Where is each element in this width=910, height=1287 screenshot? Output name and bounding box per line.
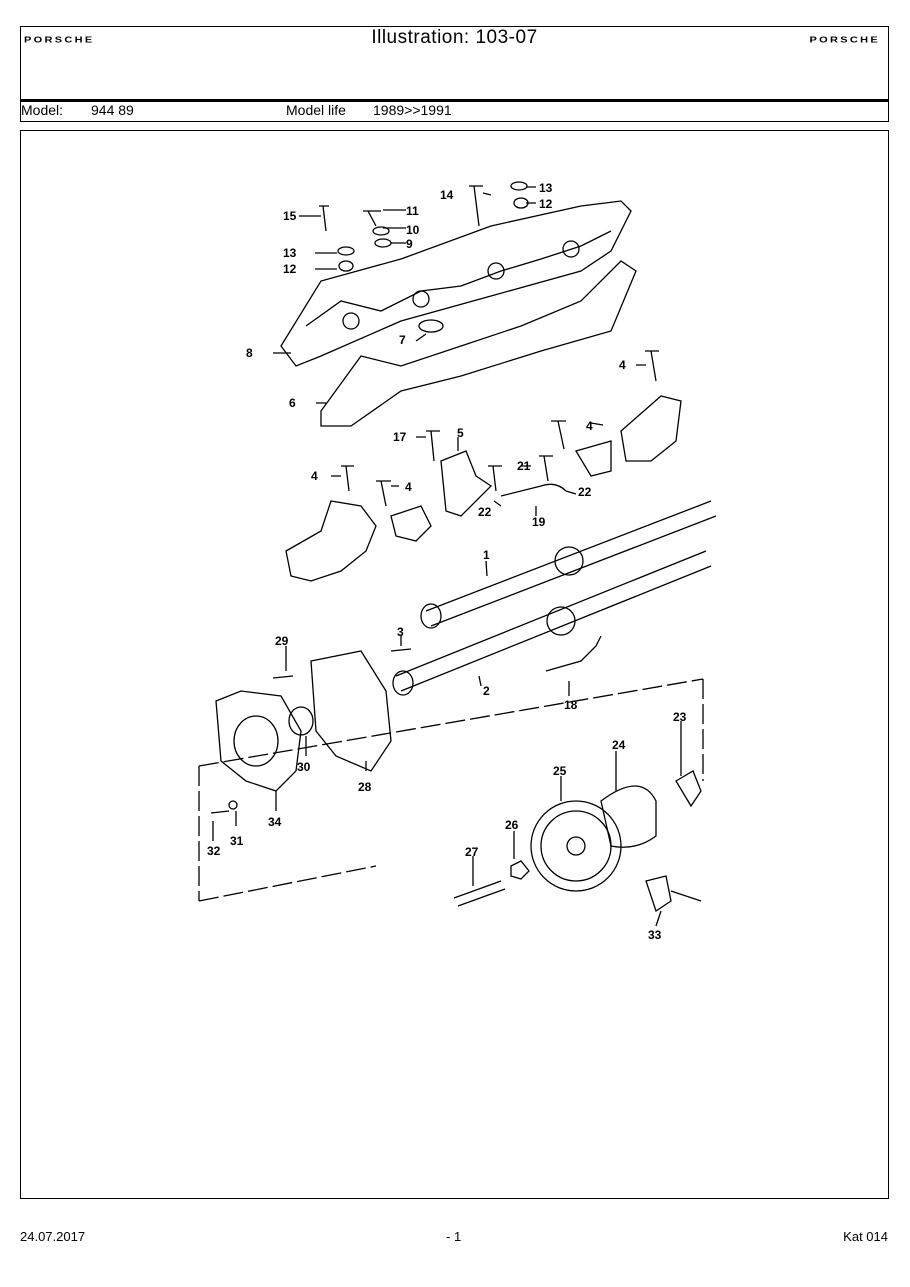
callout-23: 23 [673,710,687,724]
callout-13: 13 [283,246,297,260]
callout-4c: 4 [311,469,318,483]
callout-15: 15 [283,209,297,223]
callout-10: 10 [406,223,420,237]
callout-5: 5 [457,426,464,440]
callout-18: 18 [564,698,578,712]
callout-4a: 4 [619,358,626,372]
callout-25: 25 [553,764,567,778]
callout-12b: 12 [539,197,553,211]
model-label: Model: [21,102,64,118]
header-divider [20,99,889,102]
callout-12: 12 [283,262,297,276]
footer-page-number: - 1 [446,1229,462,1244]
header-box: PORSCHE Illustration: 103-07 PORSCHE [20,26,889,100]
callout-24: 24 [612,738,626,752]
callout-22b: 22 [478,505,492,519]
model-row: Model: 944 89 Model life 1989>>1991 [20,102,889,122]
callout-7: 7 [399,333,406,347]
model-value: 944 89 [91,102,134,118]
footer-catalog-code: Kat 014 [843,1229,888,1244]
callout-27: 27 [465,845,479,859]
callout-29: 29 [275,634,289,648]
callout-labels: 15 11 10 9 13 12 14 13 12 8 7 6 4 17 5 2… [207,181,687,942]
callout-9: 9 [406,237,413,251]
cam-housing-drawing [215,690,302,792]
camshaft-lower-drawing [395,550,712,692]
sprocket-drawing [530,800,622,892]
callout-3: 3 [397,625,404,639]
callout-13b: 13 [539,181,553,195]
bearing-cap-left-drawing [285,500,377,582]
valve-cover-drawing [280,200,632,367]
callout-4b: 4 [586,419,593,433]
callout-6: 6 [289,396,296,410]
illustration-title: Illustration: 103-07 [371,27,538,48]
bearing-cap-right-drawing [620,395,682,462]
callout-14: 14 [440,188,454,202]
callout-31: 31 [230,834,244,848]
footer-date: 24.07.2017 [20,1229,86,1244]
callout-21: 21 [517,459,531,473]
callout-17: 17 [393,430,407,444]
callout-28: 28 [358,780,372,794]
valve-cover-gasket-drawing [320,260,637,427]
porsche-logo-right: PORSCHE [809,36,880,45]
callout-33: 33 [648,928,662,942]
exploded-parts-diagram: 15 11 10 9 13 12 14 13 12 8 7 6 4 17 5 2… [198,181,717,942]
callout-19: 19 [532,515,546,529]
model-life-label: Model life [286,102,346,118]
callout-11: 11 [406,204,419,218]
callout-34: 34 [268,815,282,829]
bracket-drawing [440,450,493,517]
illustration-frame: 15 11 10 9 13 12 14 13 12 8 7 6 4 17 5 2… [20,130,889,1199]
callout-32: 32 [207,844,221,858]
callout-30: 30 [297,760,311,774]
callout-26: 26 [505,818,519,832]
callout-2: 2 [483,684,490,698]
callout-22a: 22 [578,485,592,499]
porsche-logo-left: PORSCHE [24,36,95,45]
camshaft-upper-drawing [425,500,717,627]
assembly-dashed-outline [198,678,704,902]
callout-4d: 4 [405,480,412,494]
model-life-value: 1989>>1991 [373,102,452,118]
rear-cover-drawing [310,650,392,772]
callout-8: 8 [246,346,253,360]
callout-1: 1 [483,548,490,562]
